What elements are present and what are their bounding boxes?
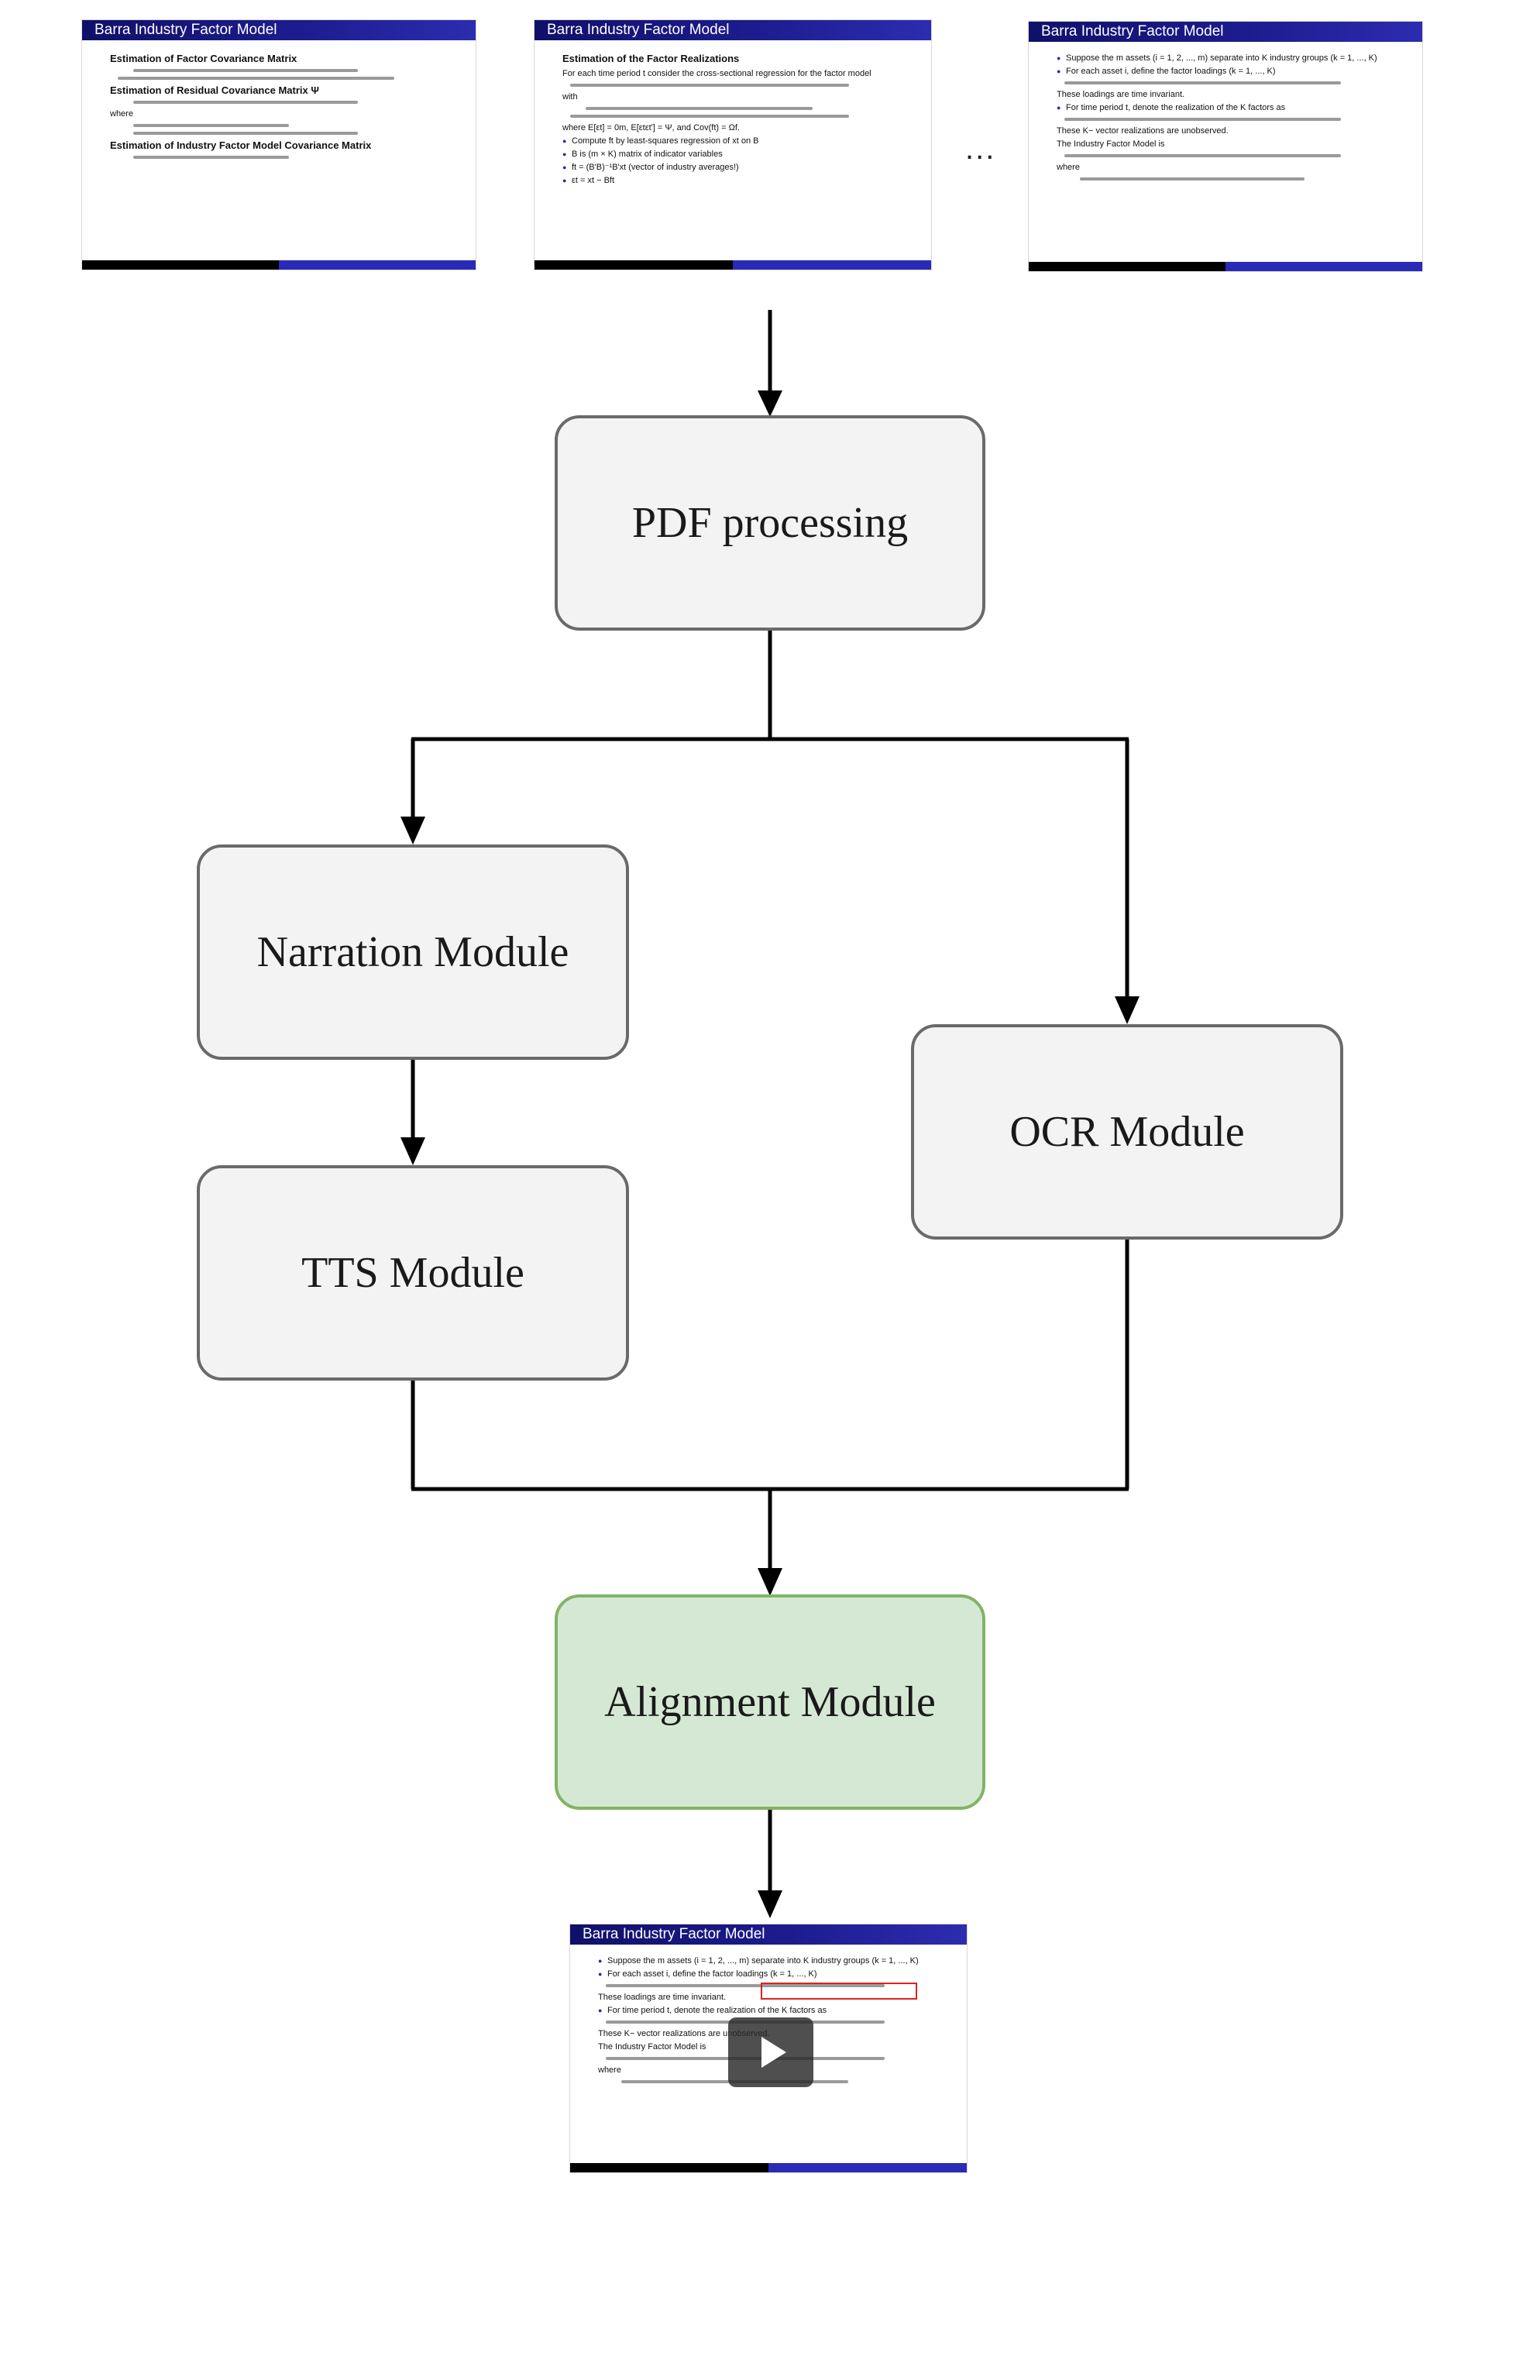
slide-title: Barra Industry Factor Model xyxy=(1029,22,1422,42)
equation-line xyxy=(570,115,849,118)
play-icon xyxy=(761,2037,786,2068)
slide-text: These K− vector realizations are unobser… xyxy=(1057,126,1229,136)
slide-body: Suppose the m assets (i = 1, 2, ..., m) … xyxy=(1029,45,1422,260)
highlight-box xyxy=(761,1983,917,2000)
input-slide-3: Barra Industry Factor Model Suppose the … xyxy=(1029,22,1422,271)
equation-line xyxy=(118,77,394,80)
pdf-processing-label: PDF processing xyxy=(631,499,909,547)
equation-line xyxy=(133,124,289,127)
slide-footer xyxy=(1029,262,1422,271)
slide-heading: Estimation of the Factor Realizations xyxy=(562,53,740,64)
arrow-head xyxy=(758,1890,782,1918)
pdf-processing-node: PDF processing xyxy=(555,415,985,631)
slide-text: These loadings are time invariant. xyxy=(1057,90,1185,99)
equation-line xyxy=(1064,81,1341,84)
equation-line xyxy=(133,156,289,159)
slide-bullet: For time period t, denote the realizatio… xyxy=(598,2005,947,2016)
slide-bullet: For time period t, denote the realizatio… xyxy=(1057,102,1402,113)
equation-line xyxy=(606,1984,885,1987)
slide-title: Barra Industry Factor Model xyxy=(570,1924,967,1945)
slide-text: The Industry Factor Model is xyxy=(598,2042,706,2052)
slide-text: where xyxy=(598,2065,621,2075)
slide-footer xyxy=(570,2163,967,2172)
equation-line xyxy=(586,107,813,110)
slide-bullet: B is (m × K) matrix of indicator variabl… xyxy=(562,149,911,160)
play-button[interactable] xyxy=(728,2017,813,2087)
slide-footer xyxy=(82,260,476,270)
slide-bullet: Suppose the m assets (i = 1, 2, ..., m) … xyxy=(598,1955,947,1966)
slide-bullet: εt = xt − Bft xyxy=(562,175,911,186)
slide-heading: Estimation of Industry Factor Model Cova… xyxy=(110,139,372,151)
slide-text: with xyxy=(562,92,578,101)
slide-bullet: Compute ft by least-squares regression o… xyxy=(562,136,911,146)
slide-bullet: ft = (B'B)⁻¹B'xt (vector of industry ave… xyxy=(562,162,911,173)
equation-line xyxy=(133,132,358,135)
slide-text: For each time period t consider the cros… xyxy=(562,69,871,78)
equation-line xyxy=(570,84,849,87)
ocr-module-label: OCR Module xyxy=(1009,1108,1245,1156)
alignment-module-label: Alignment Module xyxy=(604,1678,936,1726)
slide-text: These K− vector realizations are unobser… xyxy=(598,2029,770,2038)
more-slides-ellipsis: ... xyxy=(965,132,996,166)
arrow-head xyxy=(758,1568,782,1596)
slide-text: where E[εt] = 0m, E[εtεt'] = Ψ, and Cov(… xyxy=(562,123,740,132)
input-slide-1: Barra Industry Factor Model Estimation o… xyxy=(82,20,476,270)
equation-line xyxy=(1064,154,1341,157)
slide-heading: Estimation of Factor Covariance Matrix xyxy=(110,53,297,64)
slide-bullet: For each asset i, define the factor load… xyxy=(1057,66,1402,77)
slide-bullet: Suppose the m assets (i = 1, 2, ..., m) … xyxy=(1057,53,1402,64)
output-video-slide: Barra Industry Factor Model Suppose the … xyxy=(570,1924,967,2172)
arrow-head xyxy=(1115,996,1140,1024)
slide-text: These loadings are time invariant. xyxy=(598,1993,727,2002)
tts-module-node: TTS Module xyxy=(197,1165,629,1381)
slide-bullet: For each asset i, define the factor load… xyxy=(598,1969,947,1979)
slide-text: The Industry Factor Model is xyxy=(1057,139,1165,149)
tts-module-label: TTS Module xyxy=(301,1249,524,1297)
arrow-head xyxy=(400,1137,425,1165)
slide-text: where xyxy=(110,109,133,119)
narration-module-label: Narration Module xyxy=(256,928,569,976)
equation-line xyxy=(1064,118,1341,121)
narration-module-node: Narration Module xyxy=(197,844,629,1060)
arrow-head xyxy=(758,390,782,417)
ocr-module-node: OCR Module xyxy=(911,1024,1343,1240)
arrow-head xyxy=(400,817,425,844)
slide-heading: Estimation of Residual Covariance Matrix… xyxy=(110,84,319,96)
slide-footer xyxy=(535,260,931,270)
slide-text: where xyxy=(1057,163,1080,172)
equation-line xyxy=(133,69,358,72)
slide-title: Barra Industry Factor Model xyxy=(535,20,931,40)
slide-title: Barra Industry Factor Model xyxy=(82,20,476,40)
input-slide-2: Barra Industry Factor Model Estimation o… xyxy=(535,20,931,270)
alignment-module-node: Alignment Module xyxy=(555,1594,985,1810)
equation-line xyxy=(133,101,358,104)
equation-line xyxy=(1080,177,1305,181)
